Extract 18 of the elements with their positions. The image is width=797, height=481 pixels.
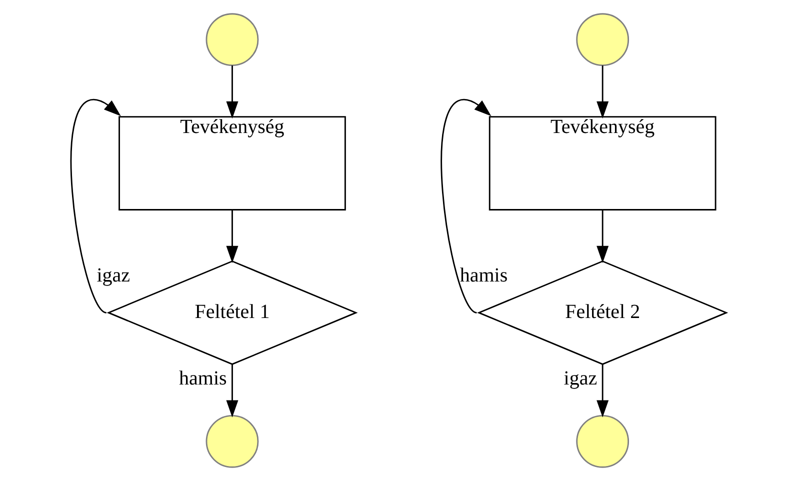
arrow: [70, 98, 121, 314]
arrow: [596, 65, 609, 119]
arrow: [596, 210, 609, 264]
node-box: Tevékenység: [118, 116, 346, 210]
arrow: [226, 364, 238, 418]
arrow: [440, 98, 492, 314]
edge-label: hamis: [460, 264, 508, 286]
edge-label: hamis: [179, 367, 227, 390]
arrow: [226, 65, 238, 119]
edge-label: igaz: [96, 264, 130, 286]
node-circle: [576, 414, 630, 468]
node-circle: [576, 13, 630, 66]
arrow: [596, 364, 609, 418]
edge-label: igaz: [564, 367, 598, 390]
node-circle: [206, 414, 259, 468]
node-circle: [206, 13, 259, 66]
arrow: [226, 210, 238, 264]
node-box: Tevékenység: [488, 116, 716, 210]
